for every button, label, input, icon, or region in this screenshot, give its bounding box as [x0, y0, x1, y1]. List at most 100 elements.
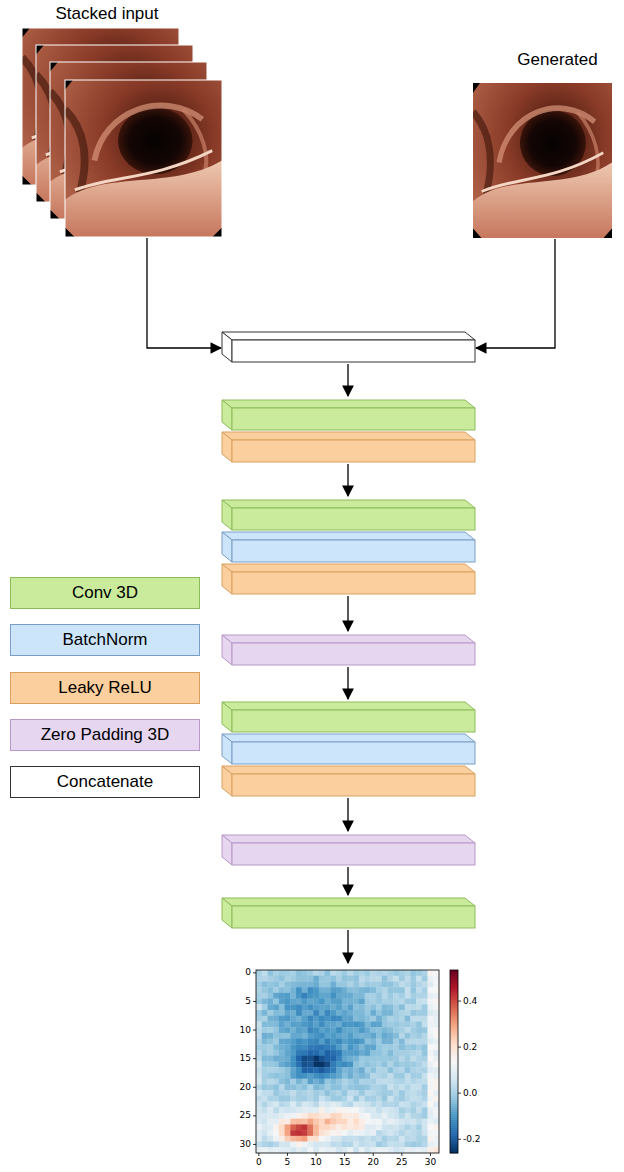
- heatmap-cell: [433, 1067, 439, 1073]
- heatmap-cell: [336, 1130, 342, 1136]
- heatmap-cell: [313, 1136, 319, 1142]
- heatmap-cell: [319, 970, 325, 976]
- heatmap-cell: [365, 1027, 371, 1033]
- heatmap-cell: [376, 993, 382, 999]
- heatmap-cell: [422, 970, 428, 976]
- heatmap-cell: [313, 1016, 319, 1022]
- heatmap-cell: [422, 1147, 428, 1153]
- heatmap-cell: [376, 1073, 382, 1079]
- heatmap-cell: [307, 1090, 313, 1096]
- legend-label: Zero Padding 3D: [41, 725, 170, 745]
- heatmap-cell: [296, 976, 302, 982]
- heatmap-cell: [307, 1142, 313, 1148]
- heatmap-cell: [410, 1113, 416, 1119]
- heatmap-cell: [359, 1107, 365, 1113]
- heatmap-cell: [382, 1039, 388, 1045]
- heatmap-cell: [405, 1136, 411, 1142]
- heatmap-cell: [319, 1142, 325, 1148]
- heatmap-cell: [336, 993, 342, 999]
- heatmap-cell: [262, 1079, 268, 1085]
- heatmap-cell: [376, 1016, 382, 1022]
- tick-label: 0: [256, 1157, 262, 1168]
- layer-block: [222, 702, 475, 732]
- heatmap-cell: [353, 1113, 359, 1119]
- heatmap-cell: [256, 1090, 262, 1096]
- heatmap-cell: [388, 1136, 394, 1142]
- heatmap-cell: [388, 1067, 394, 1073]
- heatmap-cell: [285, 1039, 291, 1045]
- heatmap-cell: [256, 1004, 262, 1010]
- heatmap-cell: [267, 1004, 273, 1010]
- heatmap-cell: [382, 1096, 388, 1102]
- heatmap-cell: [285, 981, 291, 987]
- colorbar-step: [450, 1071, 458, 1073]
- heatmap-cell: [307, 1033, 313, 1039]
- heatmap-cell: [336, 1010, 342, 1016]
- heatmap-cell: [267, 1124, 273, 1130]
- heatmap-cell: [393, 987, 399, 993]
- heatmap-cell: [290, 970, 296, 976]
- heatmap-cell: [365, 1136, 371, 1142]
- tick-mark: [253, 1144, 256, 1145]
- heatmap-cell: [296, 970, 302, 976]
- heatmap-cell: [348, 987, 354, 993]
- heatmap-cell: [359, 1090, 365, 1096]
- heatmap-cell: [359, 1079, 365, 1085]
- heatmap-cell: [428, 987, 434, 993]
- tick-label: 30: [240, 1139, 251, 1150]
- heatmap-cell: [393, 1004, 399, 1010]
- heatmap-cell: [353, 981, 359, 987]
- heatmap-cell: [290, 1084, 296, 1090]
- heatmap-cell: [359, 1062, 365, 1068]
- heatmap-cell: [410, 1073, 416, 1079]
- heatmap-cell: [399, 1119, 405, 1125]
- heatmap-cell: [313, 1107, 319, 1113]
- heatmap-cell: [393, 1136, 399, 1142]
- heatmap-cell: [325, 993, 331, 999]
- heatmap-cell: [422, 987, 428, 993]
- heatmap-cell: [262, 1010, 268, 1016]
- heatmap-cell: [273, 1039, 279, 1045]
- heatmap-cell: [382, 1004, 388, 1010]
- heatmap-cell: [416, 1096, 422, 1102]
- heatmap-cell: [285, 1102, 291, 1108]
- heatmap-cell: [428, 1004, 434, 1010]
- heatmap-cell: [422, 1136, 428, 1142]
- colorbar-step: [450, 1048, 458, 1050]
- heatmap-cell: [256, 1136, 262, 1142]
- heatmap-cell: [376, 1079, 382, 1085]
- heatmap-cell: [365, 1107, 371, 1113]
- heatmap-cell: [302, 1136, 308, 1142]
- heatmap-cell: [307, 999, 313, 1005]
- heatmap-cell: [325, 1124, 331, 1130]
- heatmap-cell: [330, 1107, 336, 1113]
- heatmap-cell: [336, 987, 342, 993]
- heatmap-cell: [422, 1004, 428, 1010]
- heatmap-cell: [428, 1056, 434, 1062]
- heatmap-cell: [348, 1073, 354, 1079]
- heatmap-cell: [410, 970, 416, 976]
- heatmap-cell: [256, 1016, 262, 1022]
- heatmap-cell: [405, 1113, 411, 1119]
- block-side: [222, 564, 232, 594]
- heatmap-cell: [348, 981, 354, 987]
- heatmap-cell: [393, 1062, 399, 1068]
- heatmap-cell: [348, 1044, 354, 1050]
- heatmap-cell: [336, 1096, 342, 1102]
- heatmap-cell: [285, 1073, 291, 1079]
- heatmap-cell: [393, 1084, 399, 1090]
- heatmap-cell: [296, 1113, 302, 1119]
- heatmap-cell: [399, 981, 405, 987]
- heatmap-cell: [388, 1016, 394, 1022]
- heatmap-cell: [330, 981, 336, 987]
- heatmap-cell: [262, 1142, 268, 1148]
- heatmap-cell: [428, 1124, 434, 1130]
- heatmap-cell: [416, 1021, 422, 1027]
- heatmap-cell: [330, 1130, 336, 1136]
- colorbar-step: [450, 1141, 458, 1143]
- heatmap-cell: [388, 1084, 394, 1090]
- heatmap-cell: [296, 1044, 302, 1050]
- heatmap-cell: [348, 1079, 354, 1085]
- colorbar-step: [450, 1050, 458, 1052]
- heatmap-cell: [296, 1096, 302, 1102]
